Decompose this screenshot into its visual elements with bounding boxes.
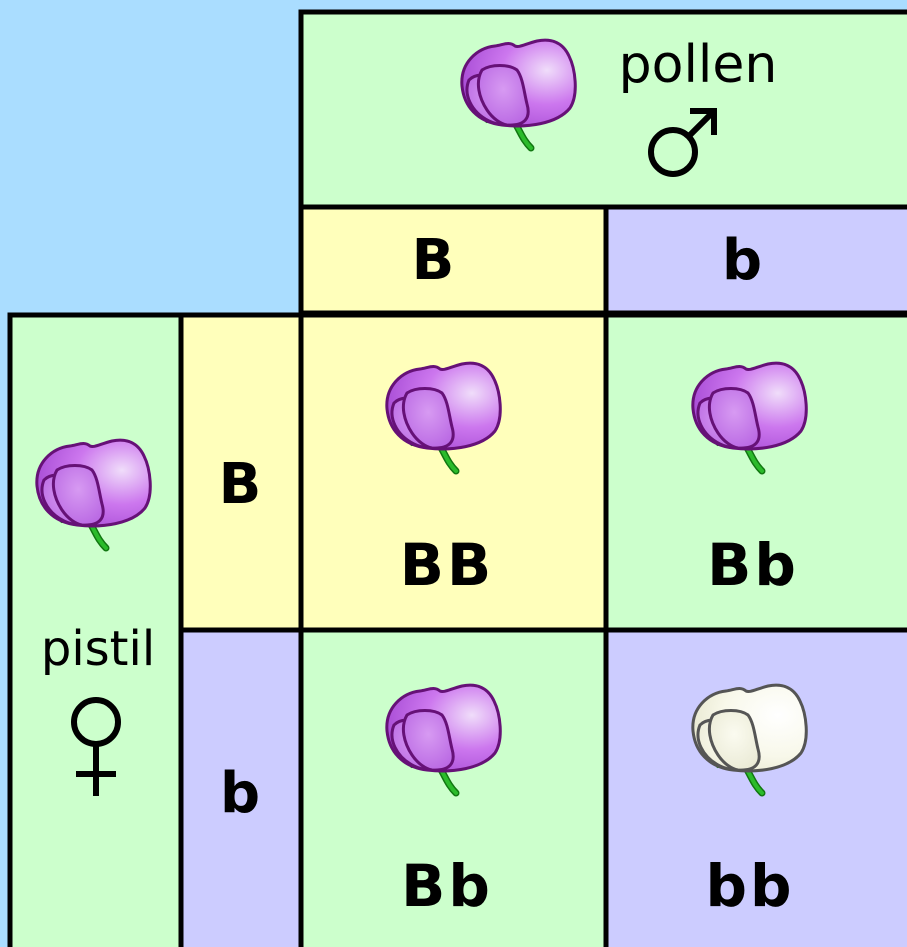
pollen-label: pollen [619, 35, 778, 95]
pistil-allele-b: b [220, 761, 260, 826]
offspring-genotype-Bb-top: Bb [707, 531, 799, 599]
pollen-allele-b: b [722, 228, 762, 293]
pollen-header-cell [301, 12, 907, 207]
offspring-genotype-Bb-bottom: Bb [401, 852, 493, 920]
offspring-genotype-bb: bb [705, 852, 794, 920]
offspring-genotype-BB: BB [400, 531, 494, 599]
pistil-label: pistil [41, 621, 155, 677]
pollen-allele-B: B [412, 228, 455, 293]
pistil-allele-B: B [219, 452, 262, 517]
